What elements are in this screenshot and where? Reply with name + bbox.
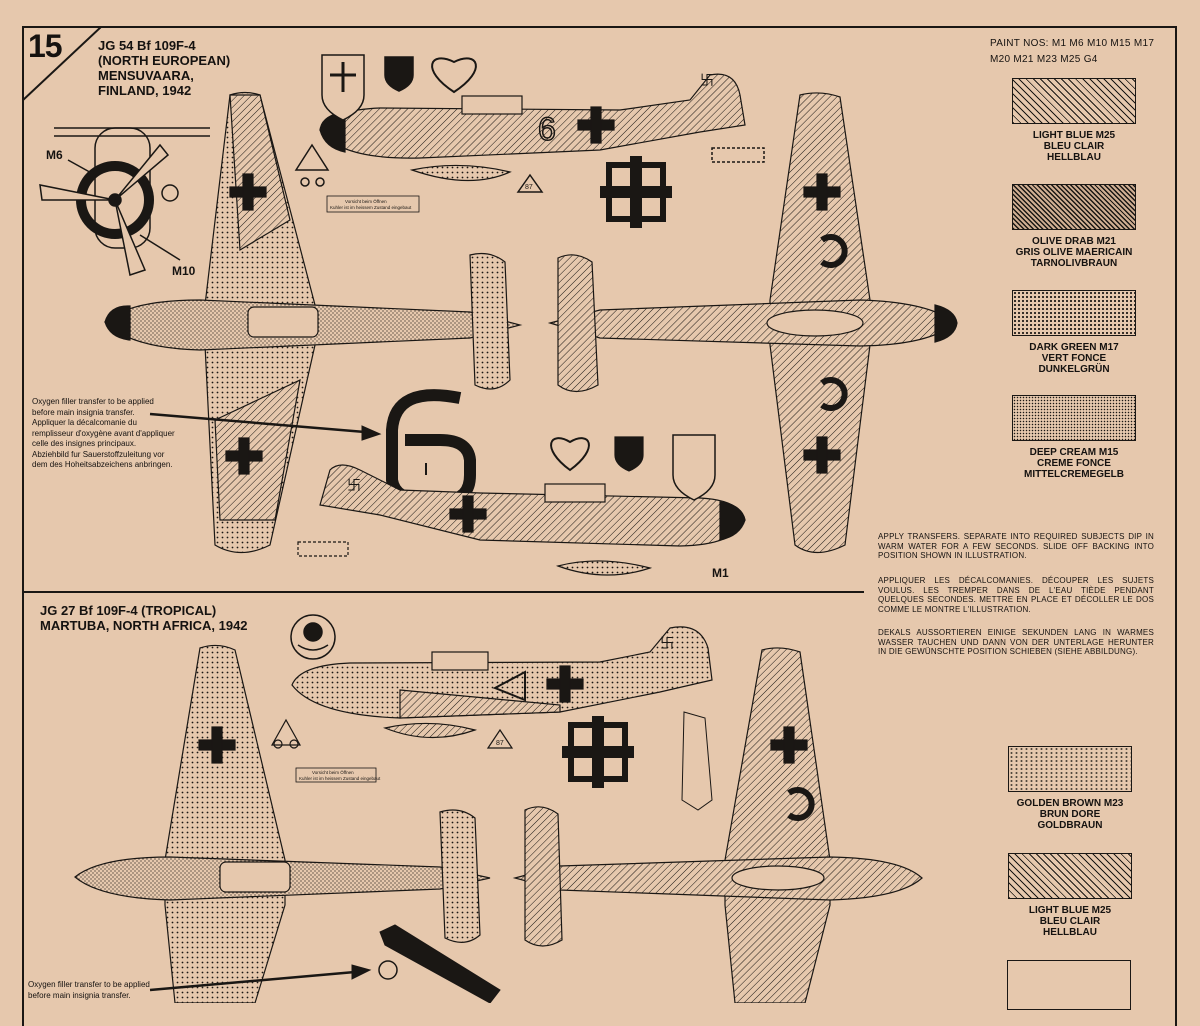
scheme2-chevron-decal (378, 924, 501, 1003)
stencil-line: Kuhler ist im heissem Zustand eingebaut (299, 776, 381, 781)
paint-numbers: PAINT NOS: M1 M6 M10 M15 M17 M20 M21 M23… (990, 36, 1154, 68)
note-line: dem des Hoheitsabzeichens anbringen. (32, 460, 173, 469)
scheme1-title-line: FINLAND, 1942 (98, 83, 192, 98)
note-line: celle des insignes principaux. (32, 439, 137, 448)
swatch-label: CREME FONCE (1037, 458, 1111, 469)
scheme1-title-line: (NORTH EUROPEAN) (98, 53, 231, 68)
swatch-label: OLIVE DRAB M21 (1032, 236, 1116, 247)
instructions-french: APPLIQUER LES DÉCALCOMANIES. DÉCOUPER LE… (878, 576, 1154, 614)
paint-numbers-line: PAINT NOS: M1 M6 M10 M15 M17 (990, 38, 1155, 49)
scheme1-side-view-lower: 卐 (297, 434, 746, 576)
step-number: 15 (28, 28, 63, 64)
swatch-pattern (1012, 78, 1136, 124)
swatch-dark-green: DARK GREEN M17 VERT FONCE DUNKELGRÜN (994, 290, 1154, 375)
balkenkreuz-insignia (562, 716, 634, 788)
note-line: before main insignia transfer. (32, 407, 135, 417)
scheme2-top-view (74, 644, 491, 1003)
swatch-label: GOLDEN BROWN M23 (1016, 798, 1124, 809)
stencil-line: Vorsicht beim Öffnen (312, 769, 354, 775)
scheme2-bottom-view (512, 647, 923, 1003)
scheme2-arrow (149, 964, 372, 992)
fuselage-number: 6 (538, 111, 556, 147)
swatch-light-blue: LIGHT BLUE M25 BLEU CLAIR HELLBLAU (994, 78, 1154, 163)
scheme1-emblems: 87 (294, 54, 765, 193)
swatch-pattern (1012, 395, 1136, 441)
swatch-pattern (1008, 853, 1132, 899)
instructions-german: DEKALS AUSSORTIEREN EINIGE SEKUNDEN LANG… (878, 628, 1154, 656)
swatch-pattern (1008, 746, 1132, 792)
note-line: Oxygen filler transfer to be applied (32, 397, 154, 406)
swatch-label: DUNKELGRÜN (1038, 364, 1110, 375)
fuselage-number-decal (386, 389, 476, 506)
swatch-light-blue-2: LIGHT BLUE M25 BLEU CLAIR HELLBLAU (990, 853, 1150, 938)
scheme1-bottom-view (547, 92, 958, 554)
swatch-label: BRUN DORE (1039, 809, 1101, 820)
stencil-line: Vorsicht beim Öffnen (345, 198, 387, 204)
swatch-label: GOLDBRAUN (1037, 820, 1103, 831)
swatch-label: LIGHT BLUE M25 (1032, 130, 1116, 141)
svg-text:卐: 卐 (660, 636, 674, 652)
instruction-sheet-frame (22, 26, 1177, 1026)
scheme2-title-line: JG 27 Bf 109F-4 (TROPICAL) (40, 603, 217, 618)
step-corner-mark (22, 26, 102, 101)
scheme2-oxygen-note: Oxygen filler transfer to be applied bef… (28, 980, 150, 1001)
swatch-label: DEEP CREAM M15 (1029, 447, 1119, 458)
svg-text:卐: 卐 (347, 478, 361, 494)
scheme2-stencil: Vorsicht beim Öffnen Kuhler ist im heiss… (295, 767, 381, 783)
note-line: Abziehbild fur Sauerstoffzuleitung vor (32, 449, 165, 459)
swatch-label: HELLBLAU (1047, 152, 1101, 163)
dust-filter-decal (681, 711, 713, 811)
callout-m6: M6 (46, 148, 63, 162)
scheme-divider (22, 591, 864, 593)
aircraft-artwork: 6 卐 87 Vorsicht beim Öffnen Kuhler ist i… (39, 54, 958, 1003)
stencil-line: Kuhler ist im heissem Zustand eingebaut (330, 205, 412, 210)
instructions-english: APPLY TRANSFERS. SEPARATE INTO REQUIRED … (878, 532, 1154, 560)
note-arrow (149, 412, 382, 441)
balkenkreuz-insignia (600, 156, 672, 228)
swatch-pattern (1012, 184, 1136, 230)
callout-m1: M1 (712, 566, 729, 580)
swatch-label: HELLBLAU (1043, 927, 1097, 938)
swatch-label: LIGHT BLUE M25 (1028, 905, 1112, 916)
swatch-label: MITTELCREMEGELB (1024, 469, 1124, 480)
note-line: remplisseur d'oxygène avant d'appliquer (32, 428, 175, 438)
note-line: Appliquer la décalcomanie du (32, 418, 137, 427)
swatch-deep-cream: DEEP CREAM M15 CREME FONCE MITTELCREMEGE… (994, 395, 1154, 480)
swatch-label: DARK GREEN M17 (1029, 342, 1119, 353)
svg-text:卐: 卐 (700, 73, 714, 89)
scheme1-title-line: MENSUVAARA, (98, 68, 194, 83)
swatch-label: GRIS OLIVE MAERICAIN (1015, 247, 1133, 258)
swatch-golden-brown: GOLDEN BROWN M23 BRUN DORE GOLDBRAUN (990, 746, 1150, 831)
scheme1-oxygen-note: Oxygen filler transfer to be applied bef… (32, 397, 175, 471)
engine-front-view (39, 127, 210, 276)
note-line: Oxygen filler transfer to be applied (28, 980, 150, 989)
scheme2-side-view: 卐 87 (270, 626, 713, 749)
paint-numbers-line: M20 M21 M23 M25 G4 (990, 54, 1098, 65)
scheme2-title: JG 27 Bf 109F-4 (TROPICAL) MARTUBA, NORT… (40, 603, 248, 633)
swatch-olive-drab: OLIVE DRAB M21 GRIS OLIVE MAERICAIN TARN… (994, 184, 1154, 269)
note-line: before main insignia transfer. (28, 990, 131, 1000)
callout-m10: M10 (172, 264, 196, 278)
swatch-label: BLEU CLAIR (1043, 141, 1105, 152)
swatch-label: BLEU CLAIR (1039, 916, 1101, 927)
scheme2-emblem (290, 614, 336, 660)
swatch-pattern (1012, 290, 1136, 336)
scheme2-title-line: MARTUBA, NORTH AFRICA, 1942 (40, 618, 248, 633)
decal-number: 87 (525, 184, 533, 191)
scheme1-top-view (104, 91, 523, 554)
swatch-label: VERT FONCE (1041, 353, 1107, 364)
scheme1-stencil: Vorsicht beim Öffnen Kuhler ist im heiss… (326, 195, 420, 213)
decal-number: 87 (496, 740, 504, 747)
scheme1-title-line: JG 54 Bf 109F-4 (98, 38, 196, 53)
scheme1-side-view-upper: 6 卐 (319, 73, 746, 182)
scheme1-title: JG 54 Bf 109F-4 (NORTH EUROPEAN) MENSUVA… (98, 38, 230, 98)
swatch-label: TARNOLIVBRAUN (1030, 258, 1118, 269)
